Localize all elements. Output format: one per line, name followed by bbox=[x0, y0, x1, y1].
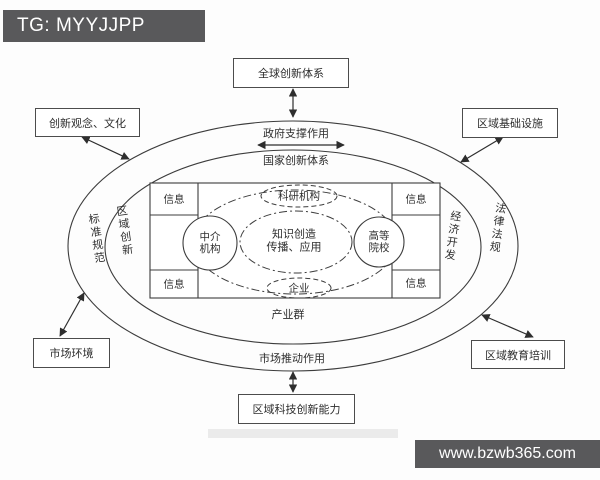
watermark-top-text: TG: MYYJJPP bbox=[17, 15, 145, 36]
node-intermediary-agencies: 中介 机构 bbox=[200, 231, 221, 255]
node-higher-education-institutions: 高等 院校 bbox=[369, 230, 390, 254]
watermark-bottom-text: www.bzwb365.com bbox=[439, 445, 576, 462]
label-national-innovation-system: 国家创新体系 bbox=[263, 155, 329, 167]
label-industry-cluster: 产业群 bbox=[271, 309, 305, 321]
watermark-bottom-bar: www.bzwb365.com bbox=[415, 440, 600, 468]
cell-info-bottom-left: 信息 bbox=[163, 278, 185, 291]
knowledge-line1: 知识创造 bbox=[272, 228, 316, 241]
cell-info-bottom-right: 信息 bbox=[405, 277, 427, 290]
node-college-line2: 院校 bbox=[368, 242, 390, 254]
label-market-push-role: 市场推动作用 bbox=[259, 353, 325, 365]
label-government-support-role: 政府支撑作用 bbox=[263, 128, 329, 140]
artifact-strip bbox=[208, 429, 398, 438]
watermark-top-bar: TG: MYYJJPP bbox=[3, 10, 205, 42]
knowledge-line2: 传播、应用 bbox=[266, 241, 322, 253]
box-regional-education-training: 区域教育培训 bbox=[471, 340, 565, 369]
box-regional-infrastructure: 区域基础设施 bbox=[462, 108, 558, 138]
core-node-circles bbox=[182, 215, 405, 271]
node-intermediary-line2: 机构 bbox=[199, 243, 221, 255]
node-research-institutions: 科研机构 bbox=[278, 190, 320, 203]
box-regional-sci-tech-innovation-capability: 区域科技创新能力 bbox=[238, 394, 355, 424]
box-global-innovation-system: 全球创新体系 bbox=[233, 58, 349, 88]
box-innovation-concepts-culture: 创新观念、文化 bbox=[35, 108, 140, 137]
connector-arrows bbox=[59, 88, 534, 393]
node-knowledge-creation-diffusion-application: 知识创造 传播、应用 bbox=[267, 228, 322, 253]
cell-info-top-left: 信息 bbox=[163, 193, 185, 206]
box-market-environment: 市场环境 bbox=[33, 338, 110, 368]
node-enterprises: 企业 bbox=[288, 282, 310, 295]
node-intermediary-line1: 中介 bbox=[199, 230, 221, 243]
system-rings-ellipses bbox=[67, 120, 519, 372]
node-college-line1: 高等 bbox=[368, 229, 390, 242]
cell-info-top-right: 信息 bbox=[405, 193, 427, 206]
